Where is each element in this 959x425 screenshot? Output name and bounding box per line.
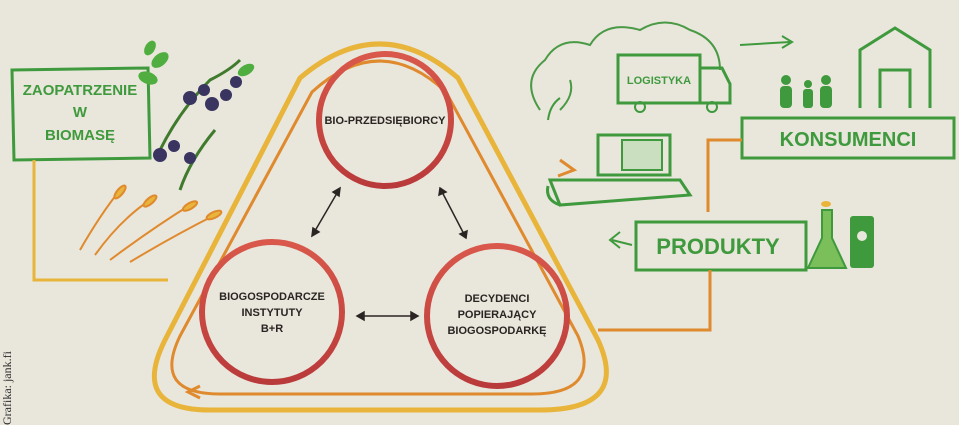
- cloud-icon: [530, 21, 721, 111]
- circle-top-label: BIO-PRZEDSIĘBIORCY: [324, 115, 446, 127]
- wheat-illustration: [79, 184, 223, 263]
- cycle-arrow-right: [557, 158, 578, 178]
- consumers-box: KONSUMENCI: [706, 116, 956, 212]
- connector-arrows: [311, 186, 468, 322]
- cycle-arrow-bottom: [184, 384, 201, 400]
- circle-right-line-3: BIOGOSPODARKĘ: [447, 325, 546, 337]
- house-icon: [858, 26, 932, 108]
- products-label: PRODUKTY: [656, 234, 780, 259]
- people-icon: [780, 75, 832, 108]
- circle-bio-entrepreneurs: BIO-PRZEDSIĘBIORCY: [316, 51, 454, 189]
- supply-line-1: ZAOPATRZENIE: [23, 82, 137, 99]
- factory-conveyor-icon: [546, 133, 693, 207]
- circle-right-line-1: DECYDENCI: [465, 293, 530, 305]
- arrow-to-cloud: [547, 97, 561, 121]
- circle-right-line-2: POPIERAJĄCY: [458, 309, 538, 321]
- logistics-label: LOGISTYKA: [627, 75, 691, 87]
- circle-left-line-2: INSTYTUTY: [241, 307, 303, 319]
- cycle-triangle: [151, 41, 609, 413]
- graphic-credit: Grafika: jank.fi: [0, 351, 14, 425]
- circle-decision-makers: DECYDENCI POPIERAJĄCY BIOGOSPODARKĘ: [424, 243, 570, 389]
- circle-left-line-1: BIOGOSPODARCZE: [219, 291, 325, 303]
- supply-line-2: W: [73, 104, 88, 121]
- bottle-icon: [850, 216, 874, 268]
- berries-illustration: [138, 40, 255, 191]
- consumers-label: KONSUMENCI: [780, 129, 917, 151]
- products-box: PRODUKTY: [598, 220, 808, 332]
- circle-research-institutes: BIOGOSPODARCZE INSTYTUTY B+R: [199, 239, 345, 385]
- circle-left-line-3: B+R: [261, 323, 283, 335]
- supply-line-3: BIOMASĘ: [45, 127, 115, 144]
- supply-box: ZAOPATRZENIE W BIOMASĘ: [10, 66, 168, 282]
- logistics-truck-icon: LOGISTYKA: [616, 35, 794, 113]
- flask-icon: [806, 201, 848, 269]
